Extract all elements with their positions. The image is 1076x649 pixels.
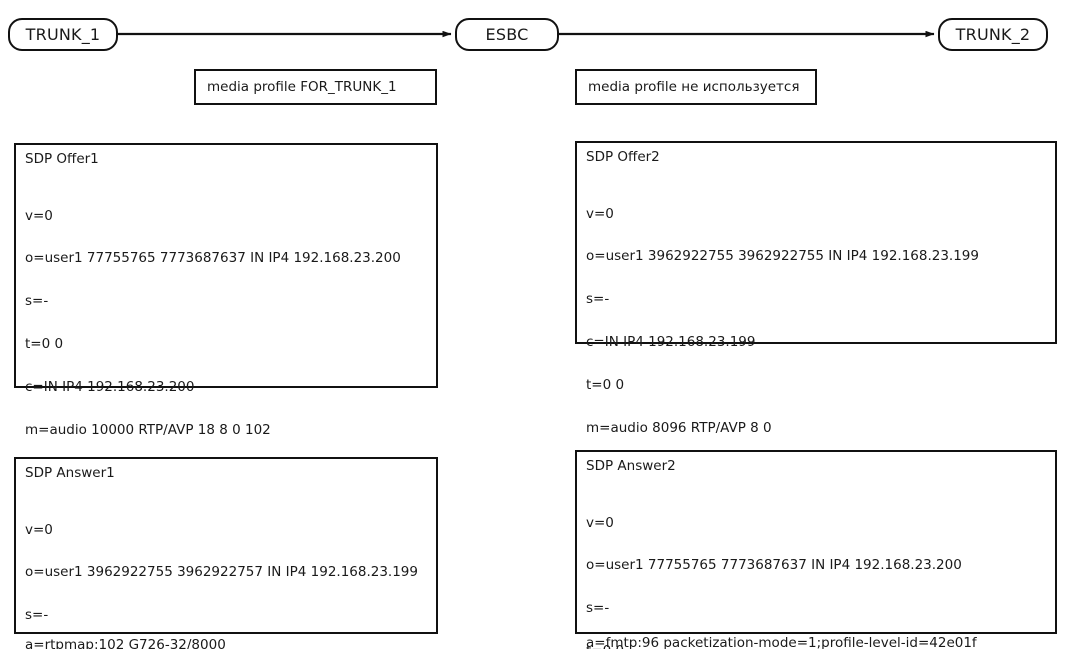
sdp-line: s=-	[25, 607, 49, 624]
node-trunk1[interactable]: TRUNK_1	[8, 18, 118, 51]
sdp-line: t=0 0	[25, 336, 64, 353]
node-trunk2-label: TRUNK_2	[955, 25, 1031, 44]
sdp-offer2-title: SDP Offer2	[586, 149, 660, 165]
node-esbc[interactable]: ESBC	[455, 18, 559, 51]
sdp-block-offer2: SDP Offer2 v=0 o=user1 3962922755 396292…	[575, 141, 1057, 649]
sdp-line: o=user1 3962922755 3962922755 IN IP4 192…	[586, 248, 979, 265]
sdp-line: v=0	[25, 521, 53, 538]
sdp-line: s=-	[25, 293, 49, 310]
sdp-line: m=audio 10000 RTP/AVP 18 8 0 102	[25, 422, 271, 439]
sdp-line: v=0	[586, 205, 614, 222]
sdp-line: o=user1 3962922755 3962922757 IN IP4 192…	[25, 564, 418, 581]
note-media-profile-unused: media profile не используется	[575, 69, 817, 105]
sdp-line: t=0 0	[586, 644, 1055, 649]
note-media-profile-trunk1: media profile FOR_TRUNK_1	[194, 69, 437, 105]
sdp-offer1-title: SDP Offer1	[25, 151, 99, 167]
note-media-profile-trunk1-label: media profile FOR_TRUNK_1	[207, 79, 397, 95]
sdp-answer2-title: SDP Answer2	[586, 458, 676, 474]
node-trunk2[interactable]: TRUNK_2	[938, 18, 1048, 51]
sdp-line: c=IN IP4 192.168.23.200	[25, 379, 195, 396]
sdp-line: m=audio 8096 RTP/AVP 8 0	[586, 420, 772, 437]
sdp-block-answer2: SDP Answer2 v=0 o=user1 77755765 7773687…	[575, 450, 1057, 649]
sdp-line: s=-	[586, 291, 610, 308]
sdp-line: o=user1 77755765 7773687637 IN IP4 192.1…	[586, 557, 962, 574]
sdp-line: a=fmtp:96 packetization-mode=1;profile-l…	[586, 634, 977, 649]
sdp-line: c=IN IP4 192.168.23.199	[586, 334, 756, 351]
sdp-answer1-body: v=0 o=user1 3962922755 3962922757 IN IP4…	[25, 494, 436, 649]
sdp-line: v=0	[25, 207, 53, 224]
node-trunk1-label: TRUNK_1	[25, 25, 101, 44]
sdp-line: a=rtpmap:102 G726-32/8000	[25, 636, 226, 649]
node-esbc-label: ESBC	[485, 25, 529, 44]
sdp-answer2-body: v=0 o=user1 77755765 7773687637 IN IP4 1…	[586, 487, 1055, 649]
sdp-line: o=user1 77755765 7773687637 IN IP4 192.1…	[25, 250, 401, 267]
sdp-block-answer1: SDP Answer1 v=0 o=user1 3962922755 39629…	[14, 457, 438, 634]
sdp-line: v=0	[586, 514, 614, 531]
sdp-line: s=-	[586, 600, 610, 617]
sdp-line: t=0 0	[586, 377, 625, 394]
note-media-profile-unused-label: media profile не используется	[588, 79, 800, 95]
sdp-block-offer1: SDP Offer1 v=0 o=user1 77755765 77736876…	[14, 143, 438, 649]
sdp-answer1-title: SDP Answer1	[25, 465, 115, 481]
